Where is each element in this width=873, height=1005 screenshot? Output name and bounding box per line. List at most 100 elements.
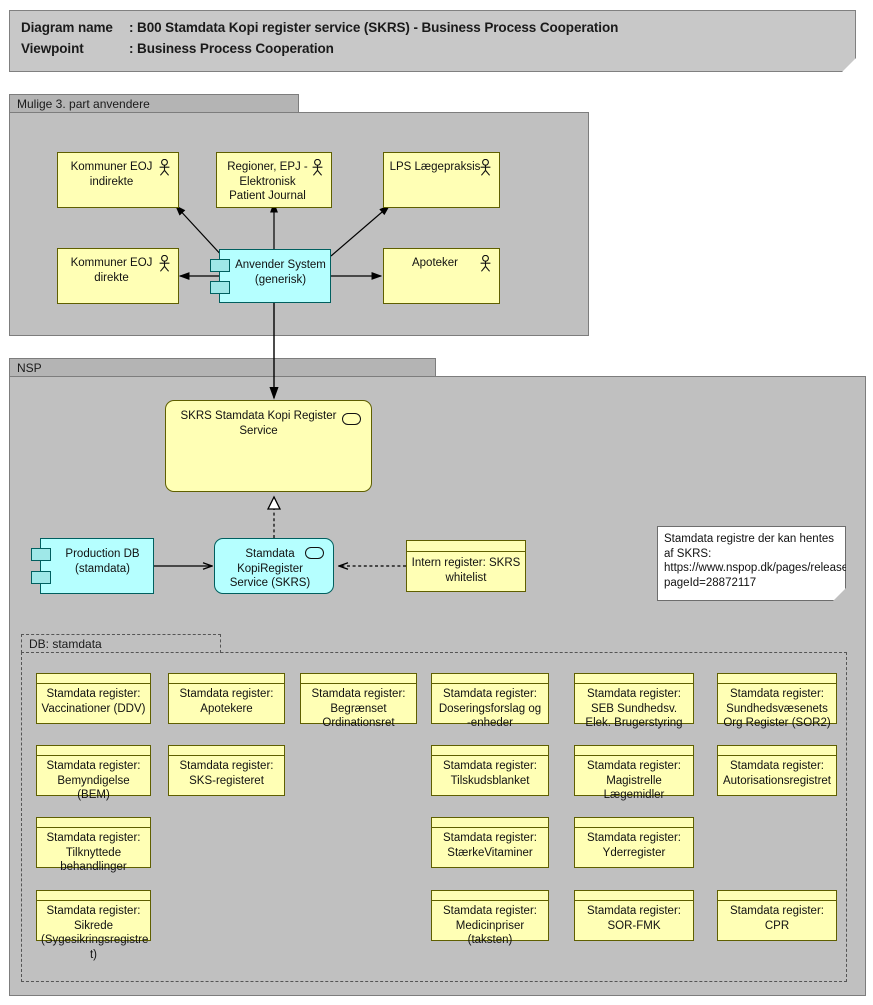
business-actor-icon	[480, 255, 491, 272]
actor-label: Kommuner EOJ indirekte	[70, 161, 153, 188]
actor-label: Kommuner EOJ direkte	[70, 257, 153, 284]
register-label: Stamdata register: Yderregister	[587, 832, 681, 859]
register-sikrede[interactable]: Stamdata register: Sikrede (Sygesikrings…	[36, 890, 151, 961]
application-service-icon	[342, 413, 361, 425]
register-apotekere[interactable]: Stamdata register: Apotekere	[168, 673, 285, 724]
data-object-band	[407, 541, 525, 552]
actor-regioner-epj[interactable]: Regioner, EPJ - Elektronisk Patient Jour…	[216, 152, 332, 208]
viewpoint-value: : Business Process Cooperation	[129, 41, 334, 56]
register-bemyndigelse[interactable]: Stamdata register: Bemyndigelse (BEM)	[36, 745, 151, 801]
register-sorfmk[interactable]: Stamdata register: SOR-FMK	[574, 890, 694, 941]
register-magistrelle[interactable]: Stamdata register: Magistrelle Lægemidle…	[574, 745, 694, 801]
register-tilskudsblanket[interactable]: Stamdata register: Tilskudsblanket	[431, 745, 549, 796]
note-text: Stamdata registre der kan hentes af SKRS…	[664, 533, 873, 589]
register-sor2[interactable]: Stamdata register: Sundhedsvæsenets Org …	[717, 673, 837, 729]
diagram-name-key: Diagram name	[21, 20, 113, 35]
actor-kommuner-eoj-direkte[interactable]: Kommuner EOJ direkte	[57, 248, 179, 304]
application-service-icon	[305, 547, 324, 559]
register-label: Stamdata register: StærkeVitaminer	[443, 832, 537, 859]
register-label: Stamdata register: Vaccinationer (DDV)	[41, 688, 146, 715]
register-label: Stamdata register: Sikrede (Sygesikrings…	[41, 905, 149, 961]
register-label: Stamdata register: Doseringsforslag og -…	[438, 688, 542, 729]
register-label: Stamdata register: CPR	[730, 905, 824, 932]
register-band	[169, 746, 284, 756]
group-third-party-title: Mulige 3. part anvendere	[17, 97, 150, 111]
register-label: Stamdata register: Medicinpriser (takste…	[443, 905, 537, 946]
register-band	[432, 818, 548, 828]
register-band	[37, 746, 150, 756]
register-band	[37, 674, 150, 684]
data-object-intern-register-skrs-whitelist[interactable]: Intern register: SKRS whitelist	[406, 540, 526, 592]
service-label: Stamdata KopiRegister Service (SKRS)	[229, 548, 311, 589]
group-db-stamdata-title: DB: stamdata	[29, 637, 102, 651]
actor-label: Apoteker	[411, 257, 459, 269]
register-sks[interactable]: Stamdata register: SKS-registeret	[168, 745, 285, 796]
register-yderregister[interactable]: Stamdata register: Yderregister	[574, 817, 694, 868]
diagram-name-value: : B00 Stamdata Kopi register service (SK…	[129, 20, 619, 35]
register-band	[718, 891, 836, 901]
business-actor-icon	[159, 159, 170, 176]
viewpoint-key: Viewpoint	[21, 41, 84, 56]
register-doseringsforslag[interactable]: Stamdata register: Doseringsforslag og -…	[431, 673, 549, 729]
register-band	[432, 674, 548, 684]
component-tab-icon	[31, 548, 51, 561]
service-stamdata-kopiregister[interactable]: Stamdata KopiRegister Service (SKRS)	[214, 538, 334, 594]
register-medicinpriser[interactable]: Stamdata register: Medicinpriser (takste…	[431, 890, 549, 946]
component-tab-icon	[210, 259, 230, 272]
register-seb[interactable]: Stamdata register: SEB Sundhedsv. Elek. …	[574, 673, 694, 729]
actor-lps-laegepraksis[interactable]: LPS Lægepraksis	[383, 152, 500, 208]
diagram-name-line: Diagram name : B00 Stamdata Kopi register…	[21, 20, 618, 35]
register-cpr[interactable]: Stamdata register: CPR	[717, 890, 837, 941]
business-actor-icon	[480, 159, 491, 176]
service-skrs-stamdata-kopi-register[interactable]: SKRS Stamdata Kopi Register Service	[165, 400, 372, 492]
actor-label: Regioner, EPJ - Elektronisk Patient Jour…	[227, 161, 308, 202]
actor-kommuner-eoj-indirekte[interactable]: Kommuner EOJ indirekte	[57, 152, 179, 208]
register-band	[432, 746, 548, 756]
component-label: Production DB (stamdata)	[65, 548, 140, 575]
group-nsp-tab: NSP	[9, 358, 436, 377]
data-object-label: Intern register: SKRS whitelist	[411, 557, 521, 584]
component-tab-icon	[210, 281, 230, 294]
actor-apoteker[interactable]: Apoteker	[383, 248, 500, 304]
group-third-party-tab: Mulige 3. part anvendere	[9, 94, 299, 113]
actor-label: LPS Lægepraksis	[389, 161, 481, 173]
business-actor-icon	[312, 159, 323, 176]
register-label: Stamdata register: SKS-registeret	[179, 760, 274, 787]
component-tab-icon	[31, 571, 51, 584]
register-band	[575, 674, 693, 684]
register-label: Stamdata register: Apotekere	[179, 688, 274, 715]
register-band	[575, 818, 693, 828]
register-label: Stamdata register: Autorisationsregistre…	[722, 760, 832, 787]
register-label: Stamdata register: SOR-FMK	[587, 905, 681, 932]
register-band	[432, 891, 548, 901]
register-band	[301, 674, 416, 684]
register-band	[718, 746, 836, 756]
note-stamdata-registre-link[interactable]: Stamdata registre der kan hentes af SKRS…	[657, 526, 846, 601]
component-anvender-system[interactable]: Anvender System (generisk)	[210, 249, 331, 303]
register-autorisations[interactable]: Stamdata register: Autorisationsregistre…	[717, 745, 837, 796]
register-band	[575, 891, 693, 901]
component-label: Anvender System (generisk)	[235, 259, 326, 286]
business-actor-icon	[159, 255, 170, 272]
register-label: Stamdata register: Tilknyttede behandlin…	[46, 832, 141, 873]
register-begraenset[interactable]: Stamdata register: Begrænset Ordinations…	[300, 673, 417, 729]
component-production-db[interactable]: Production DB (stamdata)	[31, 538, 154, 594]
register-band	[37, 891, 150, 901]
diagram-title-banner: Diagram name : B00 Stamdata Kopi register…	[9, 10, 856, 72]
register-band	[718, 674, 836, 684]
register-label: Stamdata register: Magistrelle Lægemidle…	[587, 760, 681, 801]
viewpoint-line: Viewpoint : Business Process Cooperation	[21, 41, 334, 56]
register-label: Stamdata register: Tilskudsblanket	[443, 760, 537, 787]
register-tilknyttede[interactable]: Stamdata register: Tilknyttede behandlin…	[36, 817, 151, 873]
register-label: Stamdata register: SEB Sundhedsv. Elek. …	[585, 688, 683, 729]
register-band	[37, 818, 150, 828]
group-db-stamdata-tab: DB: stamdata	[21, 634, 221, 653]
register-band	[575, 746, 693, 756]
register-band	[169, 674, 284, 684]
group-db-stamdata-body	[21, 652, 847, 982]
register-staerkevitaminer[interactable]: Stamdata register: StærkeVitaminer	[431, 817, 549, 868]
group-db-stamdata[interactable]: DB: stamdata	[21, 634, 847, 982]
register-vaccinationer[interactable]: Stamdata register: Vaccinationer (DDV)	[36, 673, 151, 724]
register-label: Stamdata register: Sundhedsvæsenets Org …	[723, 688, 831, 729]
